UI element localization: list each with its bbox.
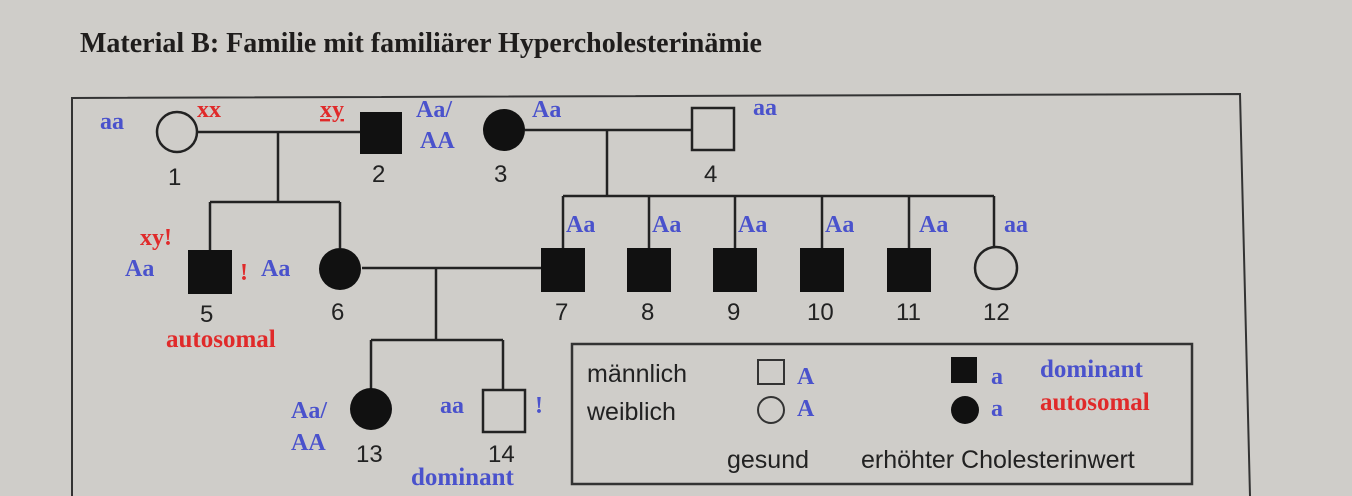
legend-female: weiblich [586, 398, 676, 426]
label-3: 3 [494, 161, 507, 188]
note-5: xy! [140, 225, 172, 251]
genotype-4: aa [753, 95, 777, 121]
legend: männlich weiblich A A a a dominant autos… [570, 342, 1194, 486]
individual-6-female-affected [319, 248, 361, 290]
frame [71, 92, 1251, 496]
individual-3-female-affected [483, 109, 525, 151]
genotype-1: aa [100, 109, 124, 135]
legend-male-healthy-icon [757, 359, 785, 385]
individual-2-male-affected [360, 112, 402, 154]
legend-affected: erhöhter Cholesterinwert [861, 446, 1135, 474]
mark-5: ! [240, 260, 248, 286]
label-2: 2 [372, 161, 385, 188]
genotype-6: Aa [261, 256, 290, 282]
label-10: 10 [807, 299, 834, 326]
legend-dominant: dominant [1040, 356, 1143, 383]
note-1: xx [197, 97, 221, 123]
individual-8-male-affected [627, 248, 671, 292]
genotype-13b: AA [291, 430, 326, 456]
individual-14-male-healthy [481, 388, 527, 434]
label-4: 4 [704, 161, 717, 188]
genotype-13a: Aa/ [291, 398, 327, 424]
label-1: 1 [168, 164, 181, 191]
individual-4-male-healthy [690, 106, 736, 152]
legend-allele-affected-male: a [991, 364, 1003, 390]
label-8: 8 [641, 299, 654, 326]
genotype-10: Aa [825, 212, 854, 238]
individual-12-female-healthy [973, 245, 1019, 291]
legend-allele-healthy-male: A [797, 364, 815, 390]
genotype-5: Aa [125, 256, 154, 282]
label-7: 7 [555, 299, 568, 326]
individual-5-male-affected [188, 250, 232, 294]
individual-10-male-affected [800, 248, 844, 292]
genotype-2a: Aa/ [416, 97, 452, 123]
label-11: 11 [896, 299, 921, 326]
legend-allele-healthy-female: A [797, 396, 815, 422]
label-autosomal: autosomal [166, 326, 276, 353]
legend-male: männlich [587, 360, 687, 388]
genotype-7: Aa [566, 212, 595, 238]
legend-healthy: gesund [727, 446, 809, 474]
genotype-9: Aa [738, 212, 767, 238]
individual-1-female-healthy [155, 110, 199, 154]
legend-allele-affected-female: a [991, 396, 1003, 422]
genotype-2b: AA [420, 128, 455, 154]
note-2: xy [320, 97, 344, 123]
page-title: Material B: Familie mit familiärer Hyper… [80, 28, 762, 59]
genotype-3: Aa [532, 97, 561, 123]
genotype-11: Aa [919, 212, 948, 238]
label-14: 14 [488, 441, 515, 468]
label-9: 9 [727, 299, 740, 326]
legend-male-affected-icon [951, 357, 977, 383]
genotype-8: Aa [652, 212, 681, 238]
genotype-12: aa [1004, 212, 1028, 238]
individual-9-male-affected [713, 248, 757, 292]
label-6: 6 [331, 299, 344, 326]
genotype-14: aa [440, 393, 464, 419]
label-dominant: dominant [411, 464, 514, 491]
label-13: 13 [356, 441, 383, 468]
individual-7-male-affected [541, 248, 585, 292]
legend-female-affected-icon [951, 396, 979, 424]
label-12: 12 [983, 299, 1010, 326]
legend-female-healthy-icon [757, 396, 785, 424]
pedigree-lines [197, 128, 996, 390]
legend-autosomal: autosomal [1040, 389, 1150, 416]
label-5: 5 [200, 301, 213, 328]
individual-13-female-affected [350, 388, 392, 430]
mark-14: ! [535, 393, 543, 419]
individual-11-male-affected [887, 248, 931, 292]
